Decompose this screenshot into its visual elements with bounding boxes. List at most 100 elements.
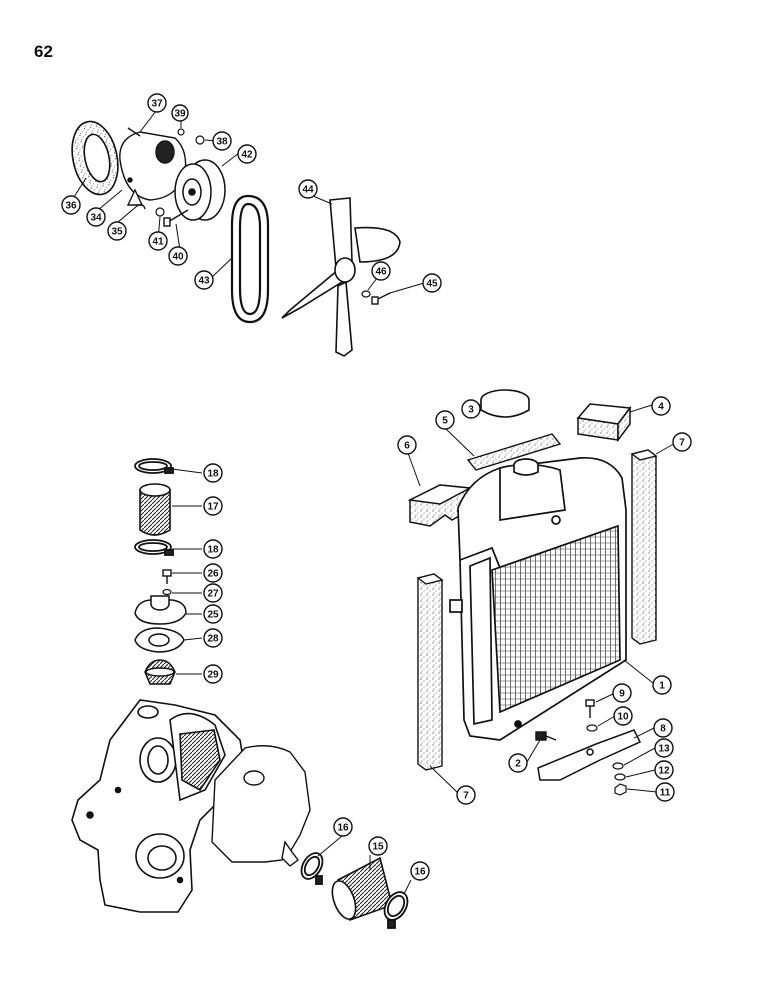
svg-text:40: 40	[172, 252, 184, 263]
washer-10	[586, 724, 598, 732]
callout-15: 15	[368, 836, 388, 856]
callout-12: 12	[654, 760, 674, 780]
callout-18-bottom: 18	[203, 539, 223, 559]
callout-1: 1	[652, 675, 672, 695]
water-outlet-25	[134, 595, 187, 625]
clip-35	[136, 203, 146, 210]
svg-text:42: 42	[241, 150, 253, 161]
radiator-cap-3	[480, 389, 530, 418]
hose-clamp-18-top	[134, 458, 174, 474]
callout-11: 11	[655, 782, 675, 802]
callout-34: 34	[86, 207, 106, 227]
callout-16-left: 16	[333, 817, 353, 837]
callout-3: 3	[461, 399, 481, 419]
svg-text:5: 5	[442, 416, 448, 427]
svg-text:44: 44	[302, 185, 314, 196]
seal-strip-7-right	[630, 449, 658, 645]
callout-8: 8	[653, 718, 673, 738]
pad-4	[576, 403, 632, 443]
callout-6: 6	[397, 435, 417, 455]
washer-13	[612, 762, 624, 770]
radiator-1	[449, 457, 627, 741]
water-pump-body-34	[119, 131, 187, 206]
pulley-42	[174, 159, 226, 221]
hose-clamp-16-right	[383, 891, 409, 929]
svg-text:27: 27	[207, 589, 219, 600]
svg-text:3: 3	[468, 405, 474, 416]
bolt-45	[371, 292, 391, 305]
svg-text:16: 16	[337, 823, 349, 834]
washer-46	[361, 290, 371, 298]
callout-42: 42	[237, 144, 257, 164]
svg-text:10: 10	[617, 712, 629, 723]
washer-41	[155, 207, 165, 217]
svg-text:29: 29	[207, 670, 219, 681]
svg-text:7: 7	[463, 791, 469, 802]
callout-16-right: 16	[410, 861, 430, 881]
bolt-26	[162, 569, 172, 584]
svg-text:13: 13	[658, 744, 670, 755]
callout-18-top: 18	[203, 463, 223, 483]
fan-44	[281, 197, 401, 357]
callout-4: 4	[651, 396, 671, 416]
nut-11	[614, 783, 627, 796]
svg-text:38: 38	[216, 137, 228, 148]
svg-text:35: 35	[111, 227, 123, 238]
svg-text:8: 8	[660, 724, 666, 735]
svg-text:25: 25	[207, 610, 219, 621]
callout-28: 28	[203, 628, 223, 648]
callout-36: 36	[61, 195, 81, 215]
svg-text:7: 7	[679, 438, 685, 449]
callout-29: 29	[203, 664, 223, 684]
svg-text:41: 41	[152, 237, 164, 248]
callout-38: 38	[212, 131, 232, 151]
drain-cock-2	[535, 731, 557, 741]
callout-7-top: 7	[672, 432, 692, 452]
callout-13: 13	[654, 738, 674, 758]
hose-clamp-16-left	[300, 852, 324, 885]
fan-belt-43	[230, 194, 270, 324]
callout-10: 10	[613, 706, 633, 726]
timing-housing	[71, 699, 246, 913]
svg-text:18: 18	[207, 469, 219, 480]
leader-lines	[73, 110, 678, 895]
bolt-40	[163, 209, 189, 227]
hose-17	[139, 483, 171, 536]
gasket-28	[134, 627, 185, 653]
callout-40: 40	[168, 246, 188, 266]
callout-9: 9	[612, 683, 632, 703]
nut-39	[177, 128, 185, 136]
svg-text:12: 12	[658, 766, 670, 777]
callout-44: 44	[298, 179, 318, 199]
svg-text:28: 28	[207, 634, 219, 645]
svg-text:43: 43	[198, 276, 210, 287]
callout-7-bottom: 7	[456, 785, 476, 805]
gasket-36	[71, 120, 119, 196]
callout-25: 25	[203, 604, 223, 624]
washer-27	[162, 588, 172, 596]
svg-text:1: 1	[659, 681, 665, 692]
callout-5: 5	[435, 410, 455, 430]
water-pump-housing	[211, 745, 311, 867]
callout-46: 46	[371, 261, 391, 281]
callout-27: 27	[203, 583, 223, 603]
strip-5	[466, 433, 562, 471]
svg-text:16: 16	[414, 867, 426, 878]
svg-text:17: 17	[207, 502, 219, 513]
washer-38	[195, 135, 205, 145]
callout-43: 43	[194, 270, 214, 290]
svg-text:34: 34	[90, 213, 102, 224]
callout-26: 26	[203, 563, 223, 583]
callout-17: 17	[203, 496, 223, 516]
svg-text:15: 15	[372, 842, 384, 853]
stud-37	[127, 127, 141, 137]
thermostat-29	[144, 659, 176, 685]
svg-text:37: 37	[151, 99, 163, 110]
svg-text:2: 2	[515, 759, 521, 770]
svg-text:4: 4	[658, 402, 664, 413]
svg-text:9: 9	[619, 689, 625, 700]
svg-text:45: 45	[426, 279, 438, 290]
bracket-8	[537, 729, 642, 781]
